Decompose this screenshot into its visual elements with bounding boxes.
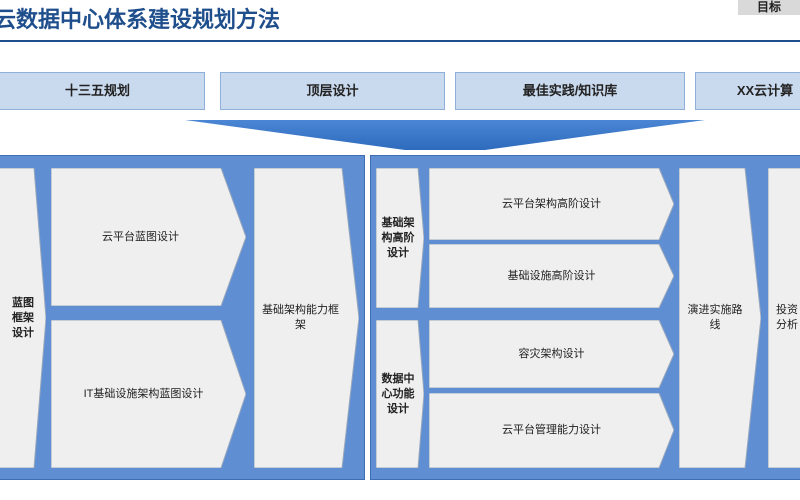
input-box-cloud-computing: XX云计算	[695, 72, 800, 110]
cloud-management-capability-label: 云平台管理能力设计	[502, 424, 601, 436]
blueprint-framework-label: 蓝图框架设计	[12, 296, 34, 339]
left-blueprint-panel: 蓝图框架设计 云平台蓝图设计 IT基础设施架构蓝图设计 基础架构能力框架	[0, 155, 365, 480]
title-underline	[0, 40, 800, 42]
disaster-recovery-design-chevron: 容灾架构设计	[429, 320, 674, 388]
roadmap-label: 演进实施路线	[687, 304, 743, 331]
page-title: 云数据中心体系建设规划方法	[0, 7, 281, 32]
capability-framework-chevron: 基础架构能力框架	[254, 168, 359, 468]
cloud-platform-blueprint-label: 云平台蓝图设计	[102, 230, 179, 243]
investment-analysis-label: 投资分析	[776, 304, 798, 331]
cloud-platform-architecture-design-label: 云平台架构高阶设计	[502, 197, 601, 210]
infrastructure-design-chevron: 基础设施高阶设计	[429, 244, 674, 308]
input-box-best-practice: 最佳实践/知识库	[455, 72, 685, 110]
cloud-management-capability-chevron: 云平台管理能力设计	[429, 393, 674, 468]
goal-badge: 目标	[738, 0, 800, 15]
investment-analysis-box: 投资分析	[768, 168, 800, 468]
infrastructure-high-level-design-label: 基础架构高阶设计	[381, 216, 415, 259]
roadmap-chevron: 演进实施路线	[679, 168, 761, 468]
input-box-top-level-design: 顶层设计	[220, 72, 445, 110]
cloud-platform-blueprint-chevron: 云平台蓝图设计	[51, 168, 246, 306]
funnel-arrow	[185, 120, 705, 150]
disaster-recovery-design-label: 容灾架构设计	[518, 347, 585, 360]
right-design-panel: 基础架构高阶设计 云平台架构高阶设计 基础设施高阶设计 数据中心功能设计 容灾架…	[370, 155, 800, 480]
blueprint-framework-chevron: 蓝图框架设计	[0, 168, 46, 468]
it-infrastructure-blueprint-chevron: IT基础设施架构蓝图设计	[51, 320, 246, 468]
datacenter-function-design-label: 数据中心功能设计	[381, 372, 415, 415]
cloud-platform-architecture-design-chevron: 云平台架构高阶设计	[429, 168, 674, 240]
infrastructure-design-label: 基础设施高阶设计	[507, 269, 596, 282]
capability-framework-label: 基础架构能力框架	[262, 304, 339, 331]
it-infrastructure-blueprint-label: IT基础设施架构蓝图设计	[83, 387, 204, 400]
input-box-five-year-plan: 十三五规划	[0, 72, 205, 110]
infrastructure-high-level-design-box: 基础架构高阶设计	[376, 168, 424, 308]
datacenter-function-design-box: 数据中心功能设计	[376, 320, 424, 468]
